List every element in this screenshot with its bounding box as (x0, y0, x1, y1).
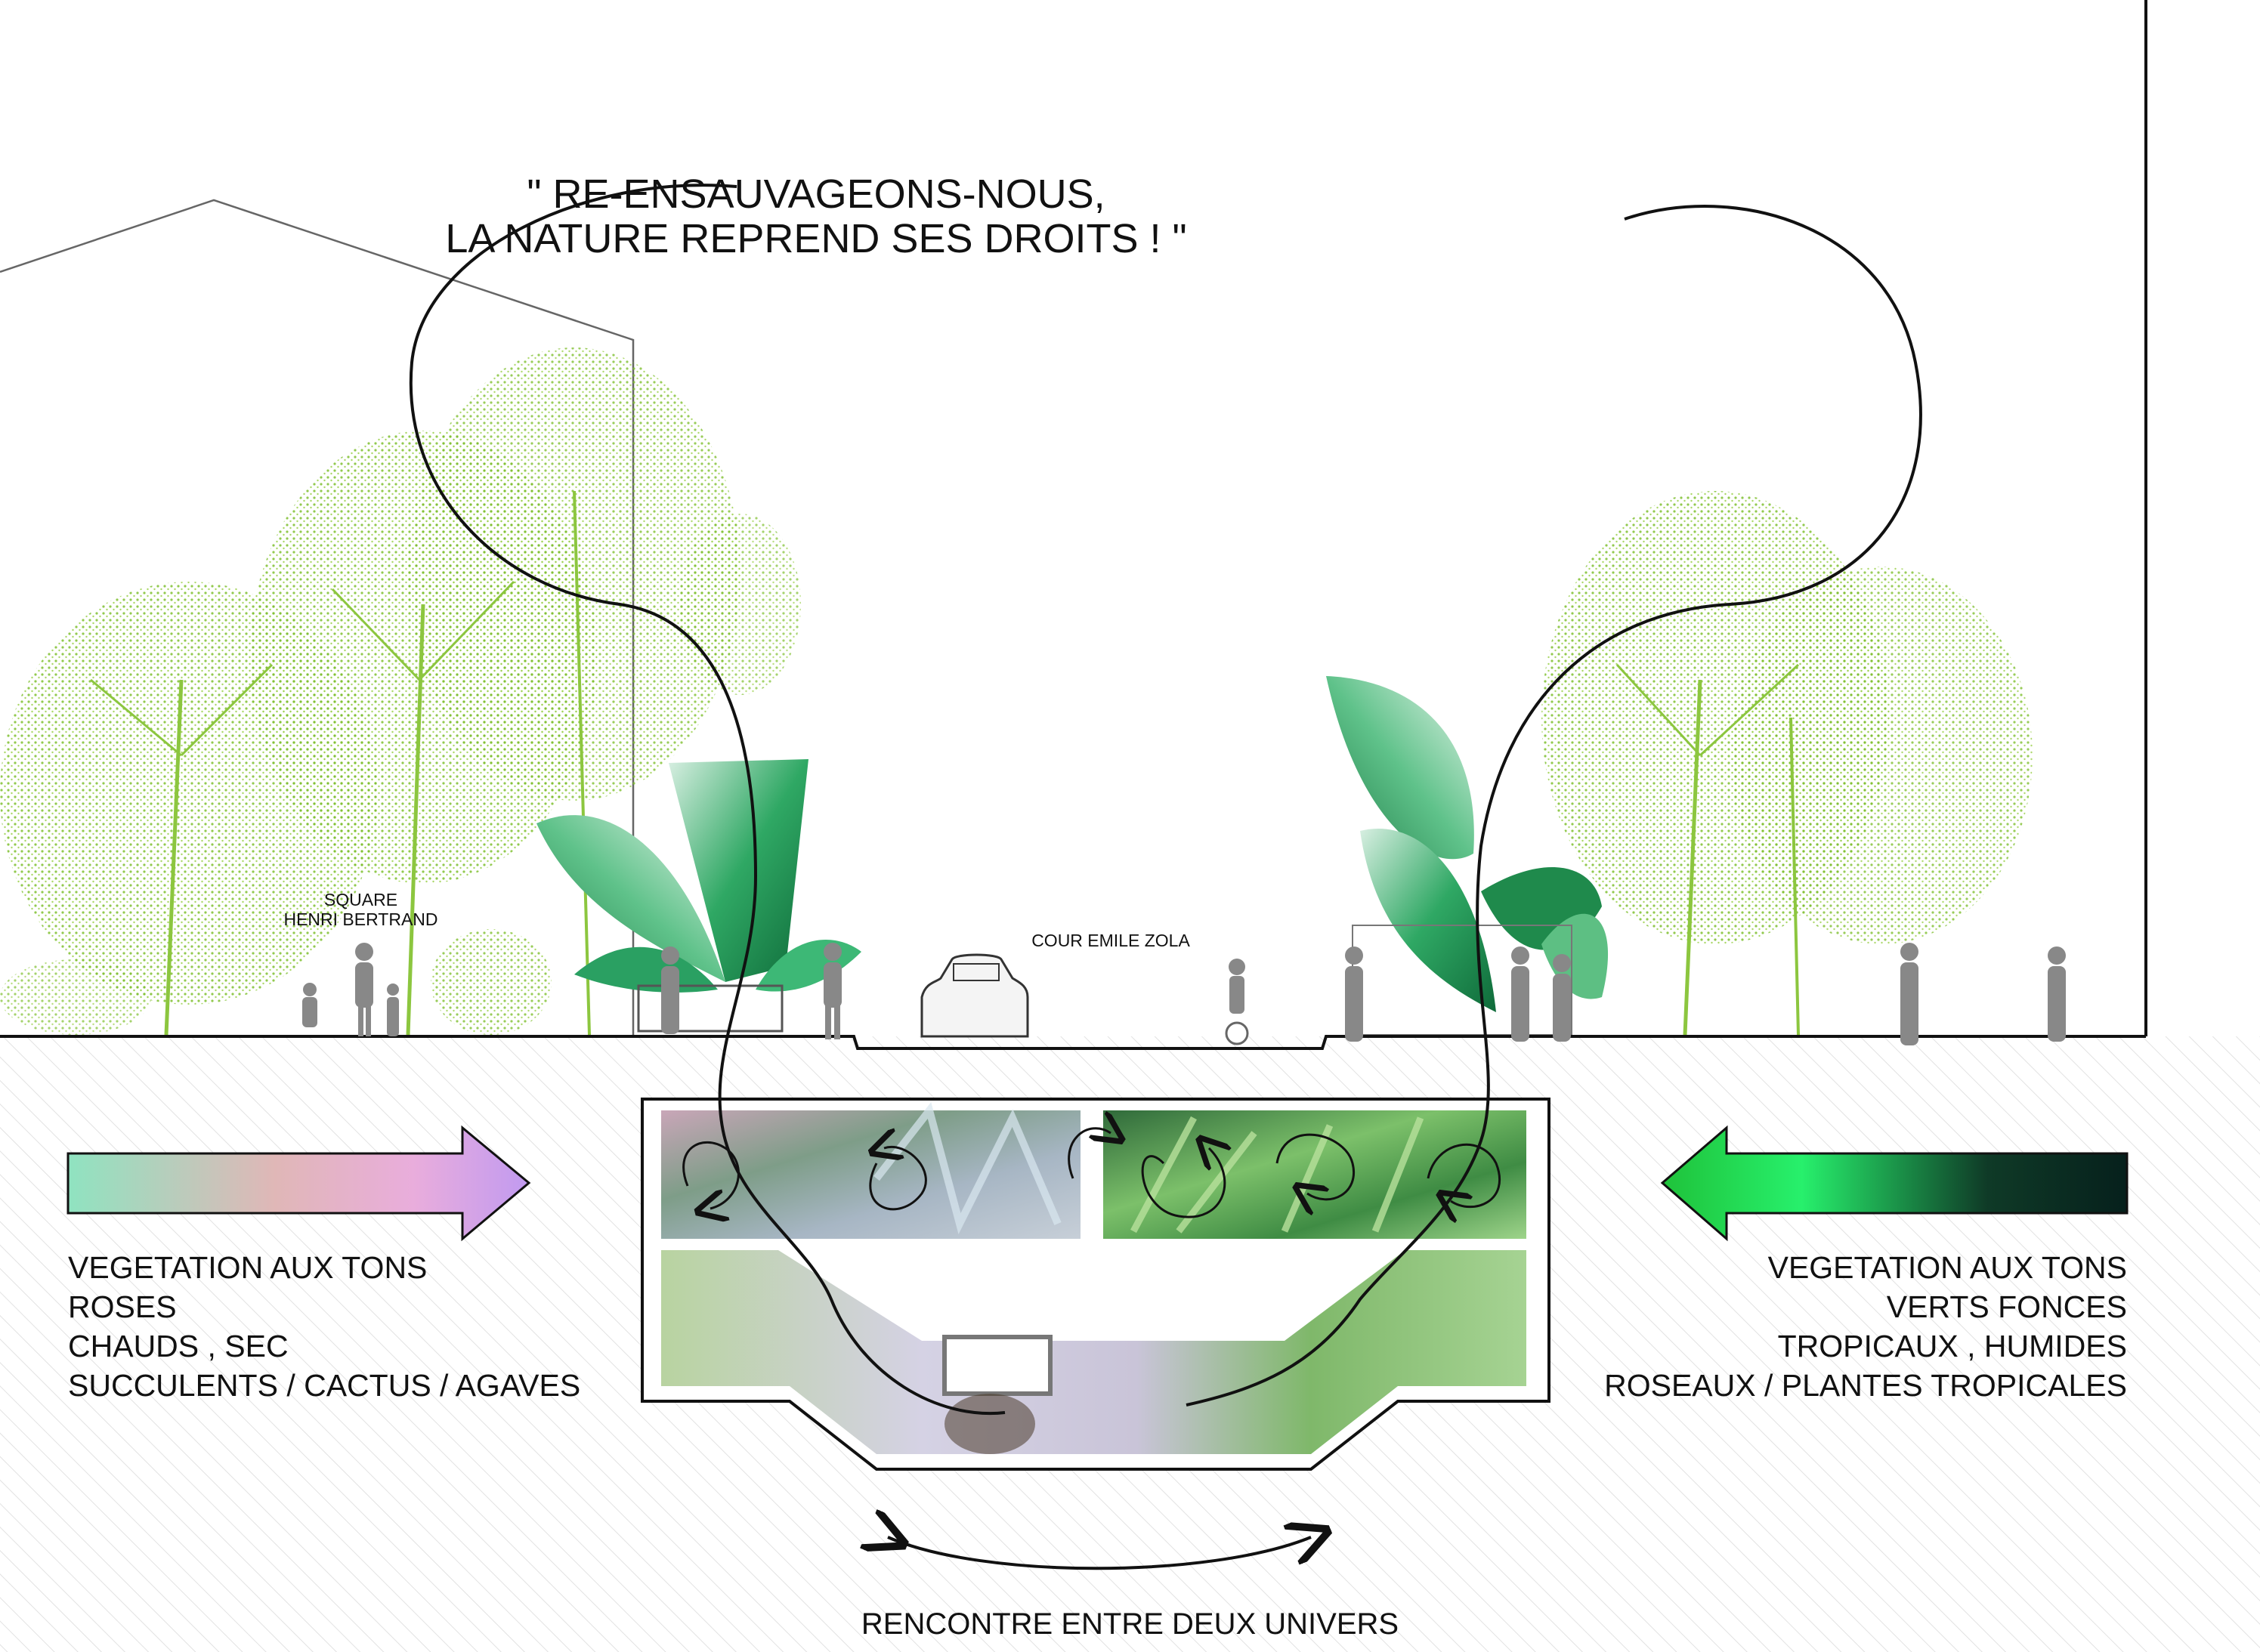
left-legend-line-4: SUCCULENTS / CACTUS / AGAVES (68, 1368, 581, 1403)
people-silhouettes (302, 943, 2066, 1045)
left-legend-line-2: ROSES (68, 1289, 177, 1324)
right-gradient-arrow (1660, 1125, 2129, 1242)
left-legend-line-3: CHAUDS , SEC (68, 1329, 289, 1363)
headline-line-1: " RE-ENSAUVAGEONS-NOUS, (527, 171, 1105, 217)
cloud-swirl-outline (409, 184, 1922, 1416)
ground-line (0, 1035, 2146, 1050)
bottom-caption: RENCONTRE ENTRE DEUX UNIVERS (861, 1607, 1399, 1641)
right-legend-line-4: ROSEAUX / PLANTES TROPICALES (1604, 1368, 2127, 1403)
right-legend-line-1: VEGETATION AUX TONS (1767, 1250, 2127, 1285)
right-legend: VEGETATION AUX TONS VERTS FONCES TROPICA… (1604, 1248, 2127, 1405)
square-label-line-2: HENRI BERTRAND (283, 909, 438, 930)
trees-right (1541, 491, 2033, 1036)
room-lower (661, 1250, 1526, 1454)
tropical-plants-right (1326, 676, 1609, 1036)
right-legend-line-3: TROPICAUX , HUMIDES (1777, 1329, 2127, 1363)
trees-left (0, 347, 801, 1036)
street-label: COUR EMILE ZOLA (1031, 931, 1190, 950)
left-legend-line-1: VEGETATION AUX TONS (68, 1250, 428, 1285)
circulation-arrows (682, 1129, 1501, 1217)
car (920, 953, 1029, 1038)
square-label: SQUARE HENRI BERTRAND (257, 890, 465, 930)
square-label-line-1: SQUARE (323, 890, 398, 909)
left-legend: VEGETATION AUX TONS ROSES CHAUDS , SEC S… (68, 1248, 580, 1405)
headline: " RE-ENSAUVAGEONS-NOUS, LA NATURE REPREN… (0, 171, 1632, 262)
right-legend-line-2: VERTS FONCES (1886, 1289, 2127, 1324)
headline-line-2: LA NATURE REPREND SES DROITS ! " (445, 216, 1187, 262)
left-gradient-arrow (66, 1125, 531, 1242)
double-headed-curved-arrow (888, 1537, 1311, 1570)
